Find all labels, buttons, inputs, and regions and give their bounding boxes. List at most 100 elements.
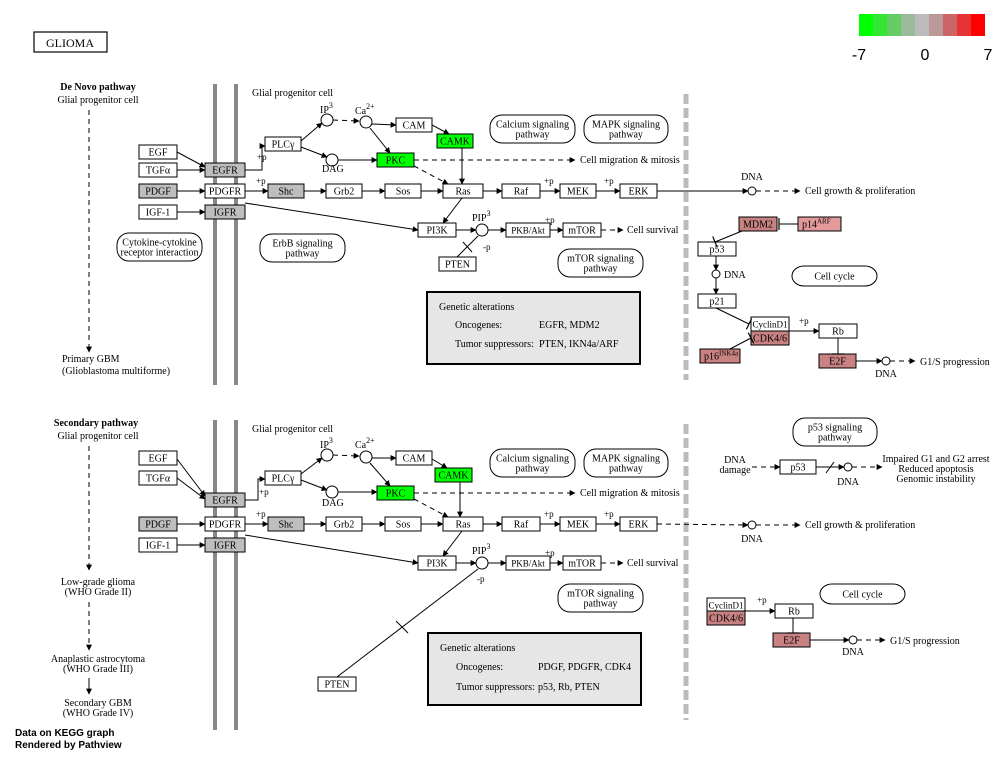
ca-label: Ca2+ [355, 102, 375, 117]
mtor-label: mTOR [568, 559, 596, 570]
erk-dna [656, 521, 749, 528]
pip3-label: PIP3 [472, 209, 490, 224]
ca-compound [359, 115, 373, 129]
inhibition-tick [462, 241, 473, 253]
ca-cam [371, 121, 397, 128]
phosphorylation-label: +p [257, 152, 267, 162]
migration-outcome: Cell migration & mitosis [580, 488, 680, 499]
dag-label: DAG [322, 164, 344, 175]
mek-label: MEK [567, 187, 590, 198]
grade-label: Secondary GBM [64, 698, 132, 709]
e2f-label: E2F [829, 357, 846, 368]
footer-line-2: Rendered by Pathview [15, 740, 122, 751]
egf-label: EGF [149, 454, 168, 465]
rb-label: Rb [788, 607, 800, 618]
legend-swatch [873, 14, 887, 36]
pkb-label: PKB/Akt [511, 559, 545, 569]
phosphorylation-label: +p [544, 176, 554, 186]
suppressors-value: p53, Rb, PTEN [538, 682, 600, 693]
legend-swatch [929, 14, 943, 36]
sos-label: Sos [396, 520, 411, 531]
phosphorylation-label: +p [544, 509, 554, 519]
oncogenes-label: Oncogenes: [456, 662, 503, 673]
camk-label: CAMK [440, 137, 471, 148]
legend-swatch [915, 14, 929, 36]
mek-label: MEK [567, 520, 590, 531]
grade-label: Anaplastic astrocytoma [51, 654, 146, 665]
calcium-pathway-box-text: pathway [516, 130, 550, 141]
calcium-pathway-box-text: Calcium signaling [496, 454, 569, 465]
phosphorylation-label: +p [545, 548, 555, 558]
calcium-pathway-box [489, 114, 576, 144]
pten-label: PTEN [445, 260, 470, 271]
p53-pathway-box-text: p53 signaling [808, 423, 862, 434]
ras-pi3k [442, 197, 463, 224]
grade-label: (WHO Grade II) [65, 587, 132, 598]
egfr-plcy [245, 476, 266, 501]
p14arf-label: p14ARF [802, 218, 831, 231]
pi3k-label: PI3K [426, 559, 448, 570]
erk-label: ERK [629, 187, 650, 198]
cdk46-node [706, 610, 746, 626]
mapk-pathway-box-text: pathway [609, 464, 643, 475]
color-legend [859, 14, 985, 36]
migration-outcome: Cell migration & mitosis [580, 155, 680, 166]
ip3-label: IP3 [320, 436, 333, 451]
plcy-label: PLCγ [272, 474, 295, 485]
phosphorylation-label: +p [604, 176, 614, 186]
legend-min-label: -7 [852, 47, 866, 64]
legend-swatch [943, 14, 957, 36]
tgfa-label: TGFα [146, 166, 171, 177]
p21-cyclin [715, 307, 750, 325]
grade-label: (WHO Grade IV) [63, 708, 134, 719]
survival-outcome: Cell survival [627, 225, 679, 236]
pip3-label: PIP3 [472, 542, 490, 557]
igfr-label: IGFR [214, 208, 237, 219]
tgfa-label: TGFα [146, 474, 171, 485]
cell-cycle-box [791, 265, 878, 287]
mtor-pathway-box [557, 583, 644, 613]
p53-label: p53 [791, 463, 806, 474]
pkb-label: PKB/Akt [511, 226, 545, 236]
erbb-pathway-box [259, 233, 346, 263]
cell-cycle-box-text: Cell cycle [814, 272, 855, 283]
legend-max-label: 7 [984, 47, 993, 64]
start-cell-label: Glial progenitor cell [57, 95, 138, 106]
dna-label: DNA [741, 172, 763, 183]
cell-label: Glial progenitor cell [252, 88, 333, 99]
footer-line-1: Data on KEGG graph [15, 728, 115, 739]
camk-label: CAMK [438, 471, 469, 482]
oncogenes-value: PDGF, PDGFR, CDK4 [538, 662, 631, 673]
egf-egfr [176, 458, 206, 497]
grade-label: Low-grade glioma [61, 577, 136, 588]
egf-node [138, 450, 178, 466]
mtor-pathway-box-text: pathway [584, 264, 618, 275]
arrest-outcome: Reduced apoptosis [898, 464, 973, 475]
calcium-pathway-box-text: pathway [516, 464, 550, 475]
sos-label: Sos [396, 187, 411, 198]
legend-swatch [887, 14, 901, 36]
inhibition-tick [395, 620, 409, 634]
cytokine-pathway-box [116, 232, 203, 262]
pip3-compound [475, 223, 489, 237]
mdm2-node [738, 216, 778, 232]
ca-pkc [369, 462, 391, 487]
pdgfr-label: PDGFR [209, 187, 242, 198]
end-label: (Glioblastoma multiforme) [62, 366, 170, 377]
igfr-pi3k [244, 534, 419, 566]
ras-pi3k [442, 530, 463, 557]
arrest-outcome: Genomic instability [896, 474, 975, 485]
pathway-title: De Novo pathway [60, 82, 136, 93]
pi3k-label: PI3K [426, 226, 448, 237]
shc-label: Shc [279, 187, 295, 198]
grb2-label: Grb2 [334, 187, 355, 198]
legend-swatch [859, 14, 873, 36]
igfr-label: IGFR [214, 541, 237, 552]
cdk46-label: CDK4/6 [709, 614, 743, 625]
cytokine-pathway-box-text: Cytokine-cytokine [122, 238, 197, 249]
dna-compound [881, 356, 891, 366]
membrane-inner [234, 84, 238, 385]
plcy-dag [300, 479, 328, 491]
dephosphorylation-label: -p [477, 574, 485, 584]
p16ink4a-label: p16INK4a [704, 350, 739, 363]
